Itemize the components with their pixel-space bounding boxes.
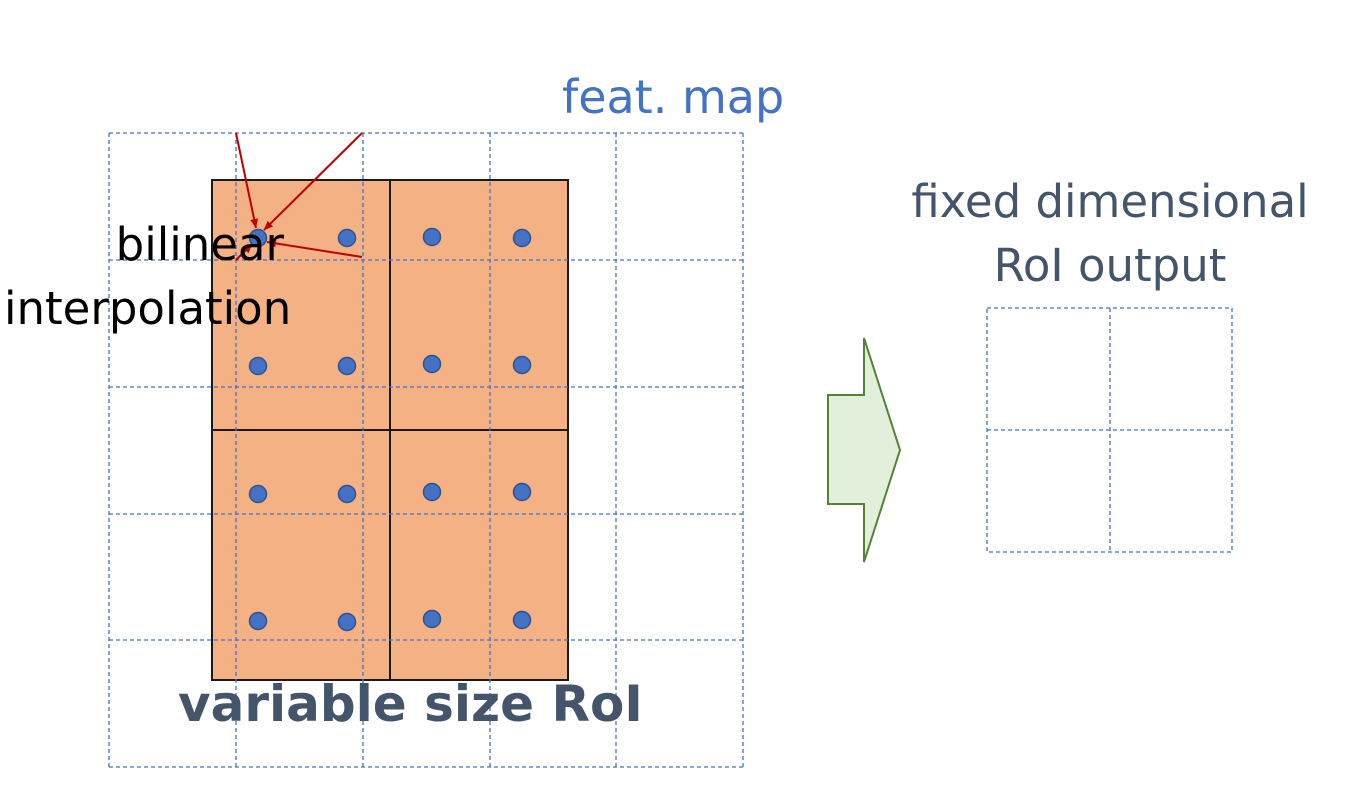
sample-point	[337, 356, 357, 376]
bilinear-label-line2: interpolation	[4, 282, 292, 335]
output-grid	[986, 307, 1233, 553]
sample-point	[422, 482, 442, 502]
output-label-line1: fixed dimensional	[911, 175, 1309, 228]
sample-point	[422, 609, 442, 629]
sample-point	[512, 610, 532, 630]
sample-point	[337, 612, 357, 632]
interpolation-arrow	[235, 132, 259, 229]
interpolation-arrow	[235, 243, 253, 261]
roi-box	[211, 179, 569, 681]
sample-point	[248, 611, 268, 631]
sample-point	[248, 484, 268, 504]
sample-point	[422, 227, 442, 247]
feature-map-grid	[108, 132, 744, 768]
interpolation-arrow	[263, 132, 363, 231]
interpolation-arrows	[235, 132, 363, 261]
sample-point	[337, 228, 357, 248]
sample-point	[337, 484, 357, 504]
sample-point	[422, 354, 442, 374]
bilinear-label-line1: bilinear	[115, 218, 284, 271]
output-label-line2: RoI output	[993, 239, 1227, 292]
sample-point	[512, 228, 532, 248]
sampling-points	[248, 227, 532, 632]
interpolation-arrow	[266, 239, 363, 258]
sample-point	[512, 355, 532, 375]
output-label: fixed dimensional RoI output	[900, 170, 1320, 298]
sample-point	[248, 228, 268, 248]
bilinear-interpolation-label: bilinear interpolation	[4, 213, 292, 341]
transform-arrow-icon	[827, 337, 902, 563]
variable-roi-label: variable size RoI	[178, 675, 643, 733]
sample-point	[248, 356, 268, 376]
feature-map-label: feat. map	[562, 70, 785, 124]
sample-point	[512, 482, 532, 502]
